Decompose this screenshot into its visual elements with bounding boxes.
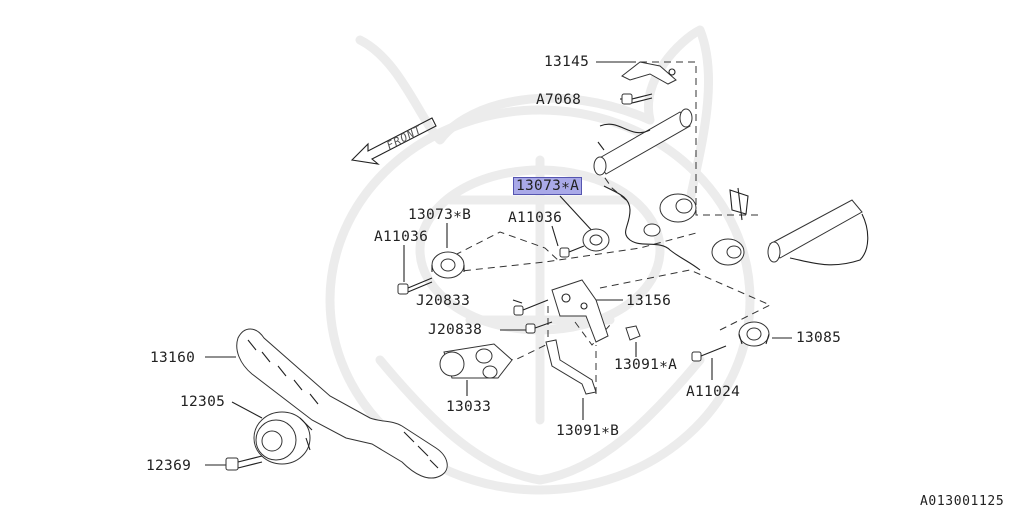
bolt-j20838 <box>525 321 553 334</box>
part-label-j20838[interactable]: J20838 <box>428 322 483 338</box>
bolt-a11024 <box>691 345 727 362</box>
part-label-13091a[interactable]: 13091∗A <box>614 357 678 373</box>
part-label-a11036-upper[interactable]: A11036 <box>508 210 563 226</box>
camshaft-upper <box>593 108 693 176</box>
part-label-a7068[interactable]: A7068 <box>536 92 582 108</box>
belt-guide-13091b <box>545 339 597 395</box>
part-label-13073a-highlighted[interactable]: 13073∗A <box>513 177 583 195</box>
part-label-12369[interactable]: 12369 <box>146 458 192 474</box>
idler-pulley-13085 <box>738 321 770 347</box>
bolt-a11036-left <box>397 277 433 295</box>
belt-tensioner-13033 <box>439 343 513 379</box>
part-label-13160[interactable]: 13160 <box>150 350 196 366</box>
diagram-reference-code: A013001125 <box>920 494 1005 509</box>
part-label-13073b[interactable]: 13073∗B <box>408 207 472 223</box>
timing-belt-13160 <box>236 328 448 479</box>
part-label-12305[interactable]: 12305 <box>180 394 226 410</box>
idler-pulley-13073b <box>431 251 465 279</box>
clip-13091a <box>625 325 641 341</box>
crank-sprocket-12305 <box>253 411 313 465</box>
bolt-a11036-upper <box>559 245 585 258</box>
belt-cover-outline <box>603 185 701 271</box>
part-label-13091b[interactable]: 13091∗B <box>556 423 620 439</box>
part-label-a11024[interactable]: A11024 <box>686 384 741 400</box>
idler-pulley-13073a <box>582 228 610 252</box>
bolt-a7068 <box>621 93 653 105</box>
timing-cover-part <box>621 61 677 85</box>
part-label-13145[interactable]: 13145 <box>544 54 590 70</box>
cam-sprocket-right <box>643 187 749 266</box>
leader-lines <box>205 61 792 466</box>
crank-bolt-12369 <box>225 455 263 471</box>
part-label-13033[interactable]: 13033 <box>446 399 492 415</box>
tensioner-bracket-13156 <box>551 279 609 343</box>
part-label-13085[interactable]: 13085 <box>796 330 842 346</box>
part-label-a11036-left[interactable]: A11036 <box>374 229 429 245</box>
bolt-j20833 <box>513 299 549 316</box>
part-label-j20833[interactable]: J20833 <box>416 293 471 309</box>
watermark-emblem <box>325 25 755 495</box>
front-arrow-icon <box>350 117 437 165</box>
camshaft-right <box>767 199 869 266</box>
part-label-13156[interactable]: 13156 <box>626 293 672 309</box>
